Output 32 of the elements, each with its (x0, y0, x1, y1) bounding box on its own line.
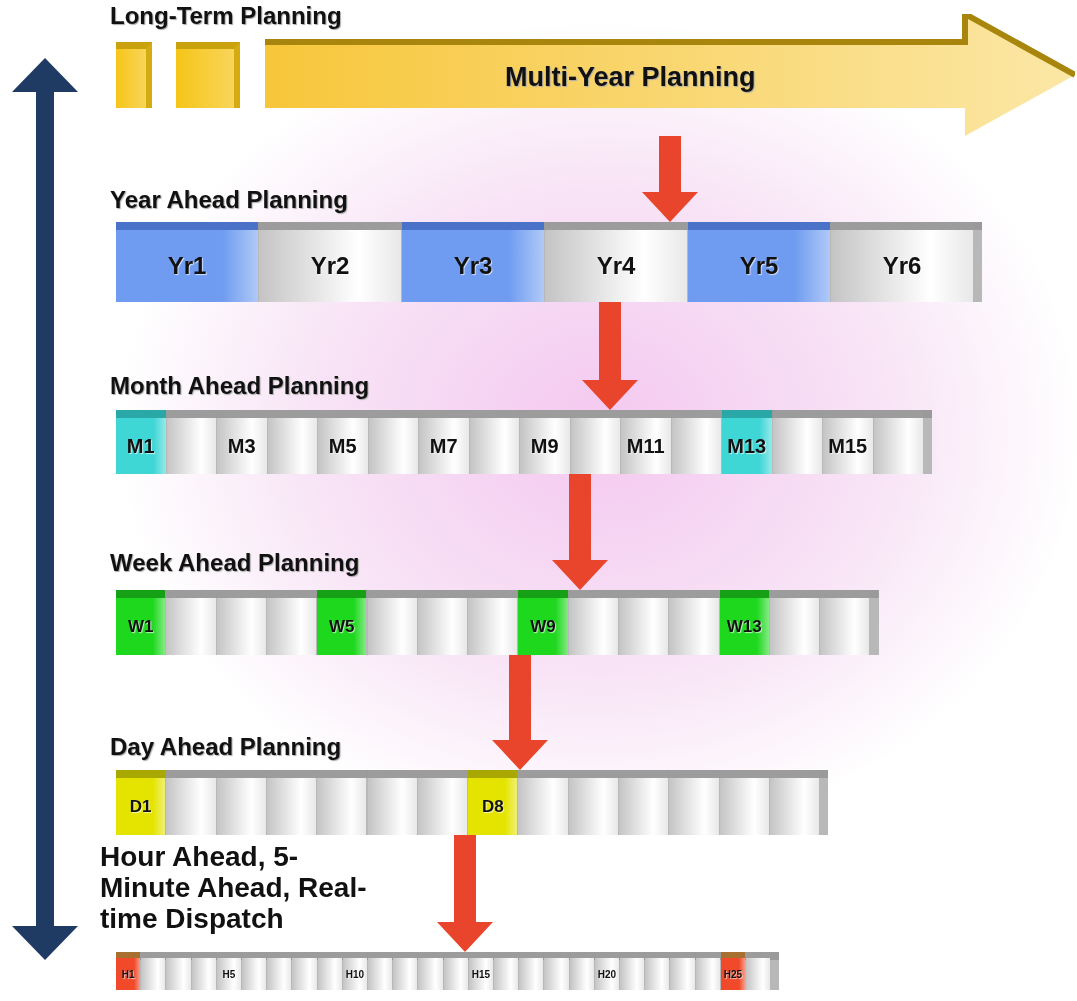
period-block: W5 (317, 590, 367, 655)
period-block: Yr5 (688, 222, 830, 302)
timeline-strip (116, 952, 780, 990)
period-block: Yr1 (116, 222, 258, 302)
period-block: W9 (518, 590, 568, 655)
block-arrow-connector (642, 136, 698, 222)
block-arrow-connector (492, 655, 548, 770)
timeline-strip (116, 410, 932, 474)
period-block: M1 (116, 410, 166, 474)
section-heading: Year Ahead Planning (110, 186, 348, 214)
period-block: W13 (719, 590, 769, 655)
section-heading: Week Ahead Planning (110, 549, 360, 577)
block-arrow-connector (437, 835, 493, 952)
period-block: M13 (722, 410, 772, 474)
period-block: D8 (468, 770, 518, 835)
section-heading: Day Ahead Planning (110, 733, 342, 761)
period-block: H25 (720, 952, 745, 990)
section-heading: Month Ahead Planning (110, 372, 370, 400)
timeline-strip (116, 770, 829, 835)
timeline-strip (116, 222, 982, 302)
block-arrow-connector (552, 474, 608, 590)
planning-block (176, 42, 240, 108)
planning-block (116, 42, 152, 108)
timeline-strip (116, 590, 879, 655)
period-block: W1 (116, 590, 166, 655)
period-block: Yr3 (402, 222, 544, 302)
block-arrow-connector (582, 302, 638, 410)
arrow-label: Multi-Year Planning (505, 62, 756, 93)
period-block: D1 (116, 770, 166, 835)
period-block: H1 (116, 952, 141, 990)
section-heading: Long-Term Planning (110, 2, 342, 30)
section-heading: Hour Ahead, 5-Minute Ahead, Real-time Dispatch (100, 842, 368, 935)
